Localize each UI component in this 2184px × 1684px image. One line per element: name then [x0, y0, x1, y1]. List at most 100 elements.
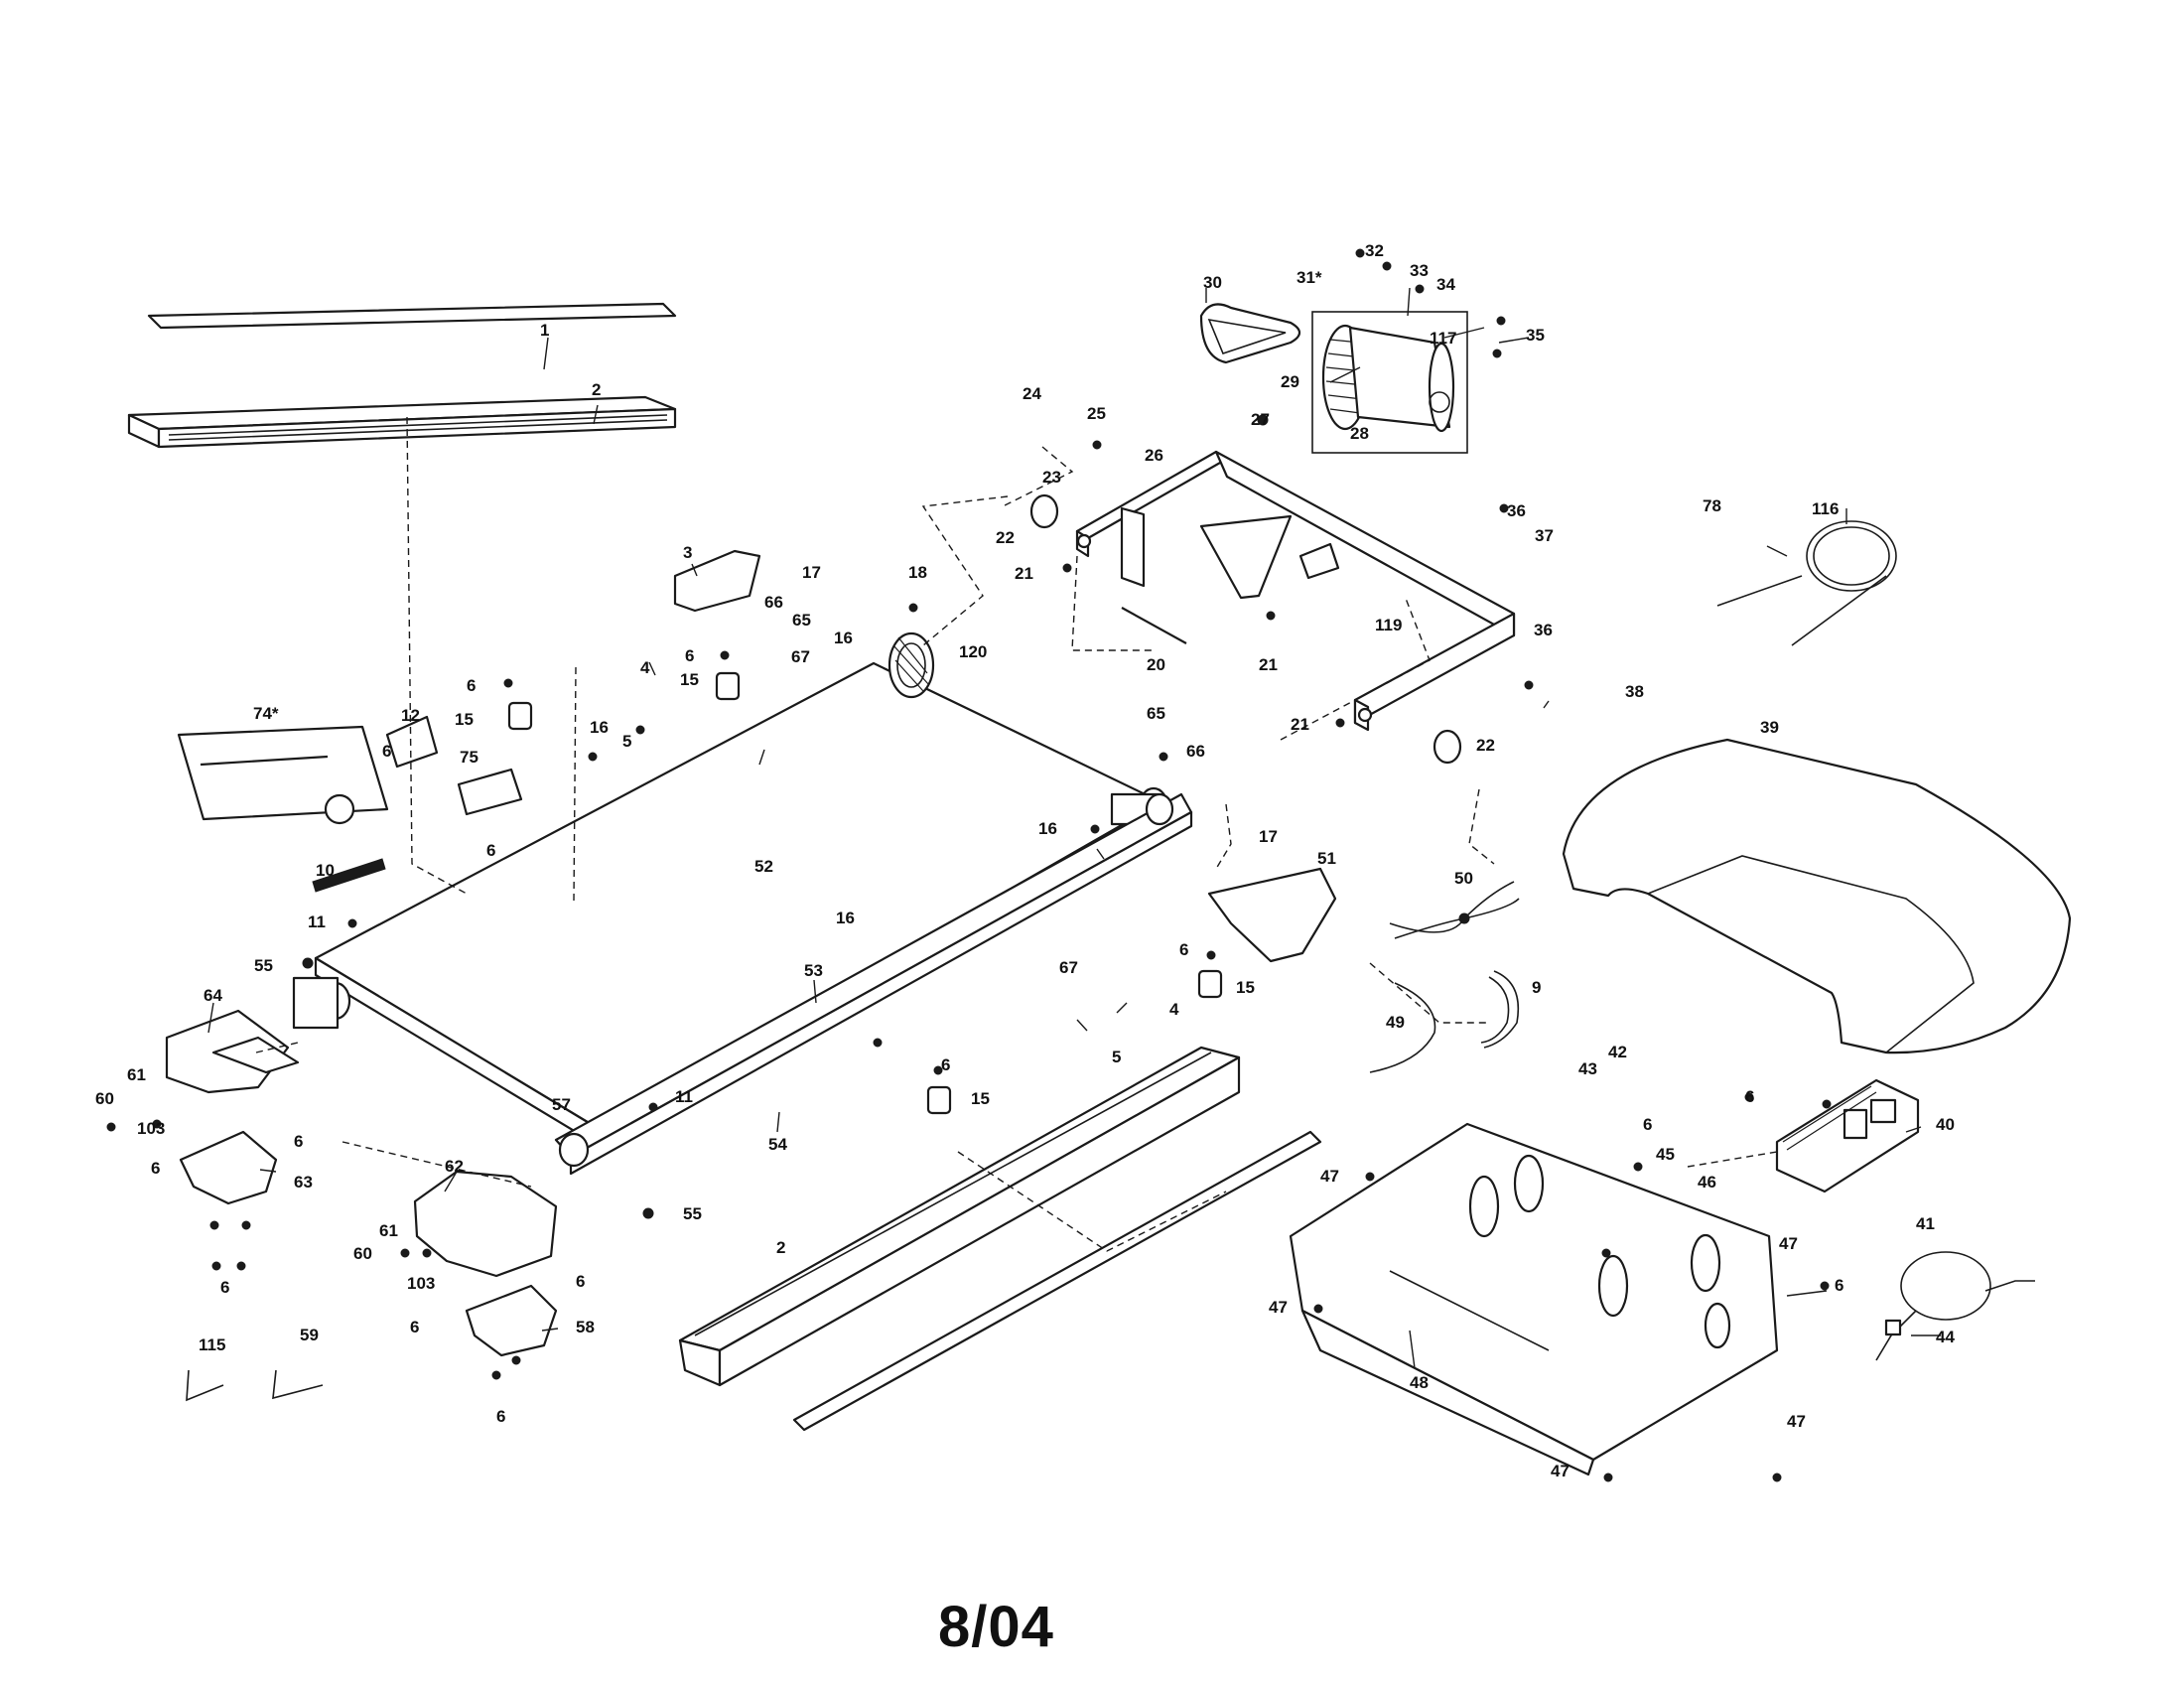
- callout-6-c: 6: [382, 742, 391, 761]
- callout-4-right: 4: [1169, 1000, 1179, 1019]
- callout-6-a: 6: [685, 646, 694, 665]
- callout-55-mid: 55: [683, 1204, 702, 1223]
- callout-47-d: 47: [1787, 1412, 1806, 1431]
- fastener-dots: [106, 248, 1832, 1482]
- callout-61-right: 61: [379, 1221, 398, 1240]
- callout-46: 46: [1698, 1173, 1716, 1192]
- callout-117: 117: [1430, 329, 1456, 348]
- rail-strip-10: [312, 858, 386, 893]
- callout-12: 12: [401, 706, 420, 725]
- footer-date-code: 8/04: [938, 1595, 1054, 1659]
- hinge-12: [385, 715, 439, 769]
- motor-pulley-part: [887, 632, 935, 699]
- callout-6-h: 6: [941, 1055, 950, 1074]
- callout-48: 48: [1410, 1373, 1429, 1392]
- callout-43: 43: [1578, 1059, 1597, 1078]
- callout-65-top: 65: [792, 611, 811, 630]
- callout-67-right: 67: [1059, 958, 1078, 977]
- callout-16-left: 16: [590, 718, 609, 737]
- drive-belt-part: [1199, 303, 1301, 364]
- callout-11-left: 11: [308, 912, 326, 931]
- front-foot-51: [1207, 867, 1337, 963]
- callout-18: 18: [908, 563, 927, 582]
- callout-42: 42: [1608, 1043, 1627, 1061]
- callout-30: 30: [1203, 273, 1222, 292]
- callout-15-c: 15: [971, 1089, 990, 1108]
- callout-119: 119: [1375, 616, 1402, 634]
- callout-4-top: 4: [640, 658, 650, 677]
- callout-54: 54: [768, 1135, 787, 1154]
- callout-37: 37: [1535, 526, 1554, 545]
- callout-60-left: 60: [95, 1089, 114, 1108]
- callout-16-top: 16: [834, 629, 853, 647]
- callout-33: 33: [1410, 261, 1429, 280]
- rail-cover-left-part: [147, 302, 677, 330]
- motor-hood-part: [1562, 738, 2072, 1054]
- callout-11-mid: 11: [675, 1087, 693, 1106]
- callout-21-right: 21: [1291, 715, 1309, 734]
- wire-harness-9: [1480, 970, 1520, 1049]
- callout-45: 45: [1656, 1145, 1675, 1164]
- controller-board-part: [1775, 1078, 1920, 1193]
- callout-60-right: 60: [353, 1244, 372, 1263]
- motor-cover-base-part: [1289, 1122, 1779, 1476]
- callout-62: 62: [445, 1157, 464, 1176]
- callout-34: 34: [1436, 275, 1455, 294]
- callout-32: 32: [1365, 241, 1384, 260]
- callout-22-right: 22: [1476, 736, 1495, 755]
- line-cord-44: [1875, 1251, 2035, 1361]
- callout-55-left: 55: [254, 956, 273, 975]
- pad-3: [673, 549, 761, 613]
- callout-66-right: 66: [1186, 742, 1205, 761]
- callout-10: 10: [316, 861, 335, 880]
- callout-2-left: 2: [592, 380, 601, 399]
- callout-15-b: 15: [455, 710, 474, 729]
- callout-22-top: 22: [996, 528, 1015, 547]
- wire-harness-50: [1389, 881, 1520, 939]
- callout-1: 1: [540, 321, 549, 340]
- callout-24: 24: [1023, 384, 1041, 403]
- upright-frame-part: [1075, 450, 1516, 732]
- callout-6-k: 6: [496, 1407, 505, 1426]
- callout-6-d: 6: [486, 841, 495, 860]
- callout-38: 38: [1625, 682, 1644, 701]
- callout-39: 39: [1760, 718, 1779, 737]
- callout-17-top: 17: [802, 563, 821, 582]
- callout-36-mid: 36: [1534, 621, 1553, 639]
- callout-61-left: 61: [127, 1065, 146, 1084]
- callout-103-left: 103: [137, 1119, 165, 1138]
- callout-28: 28: [1350, 424, 1369, 443]
- foot-pad-left-63: [179, 1130, 278, 1205]
- callout-47-b: 47: [1779, 1234, 1798, 1253]
- incline-motor-74: [177, 725, 389, 825]
- callout-20: 20: [1147, 655, 1165, 674]
- callout-78: 78: [1703, 496, 1721, 515]
- tool-59: [272, 1369, 324, 1400]
- callout-63: 63: [294, 1173, 313, 1192]
- callout-49: 49: [1386, 1013, 1405, 1032]
- callout-52: 52: [754, 857, 773, 876]
- callout-5-top: 5: [622, 732, 631, 751]
- callout-9: 9: [1532, 978, 1541, 997]
- axle-bolt-part: [1121, 607, 1187, 644]
- side-rail-right-part: [678, 1046, 1241, 1387]
- callout-6-b: 6: [467, 676, 476, 695]
- callout-2-right: 2: [776, 1238, 785, 1257]
- callout-67-top: 67: [791, 647, 810, 666]
- callout-6-i: 6: [576, 1272, 585, 1291]
- callout-36-top: 36: [1507, 501, 1526, 520]
- callout-6-e: 6: [151, 1159, 160, 1178]
- callout-31: 31*: [1297, 268, 1322, 287]
- power-cord-part: [1716, 520, 1897, 646]
- leader-lines: [207, 287, 1941, 1369]
- callout-25: 25: [1087, 404, 1106, 423]
- callout-47-e: 47: [1551, 1462, 1570, 1480]
- callout-59: 59: [300, 1326, 319, 1344]
- callout-57: 57: [552, 1095, 571, 1114]
- callout-6-j: 6: [410, 1318, 419, 1336]
- foot-pad-right-58: [465, 1284, 558, 1357]
- callout-116: 116: [1812, 499, 1839, 518]
- callout-labels: 1 2 3 17 18 66 65 16 67 120 6 15 6 15 4 …: [95, 241, 1955, 1480]
- callout-40: 40: [1936, 1115, 1955, 1134]
- dashed-guides: [255, 416, 1778, 1252]
